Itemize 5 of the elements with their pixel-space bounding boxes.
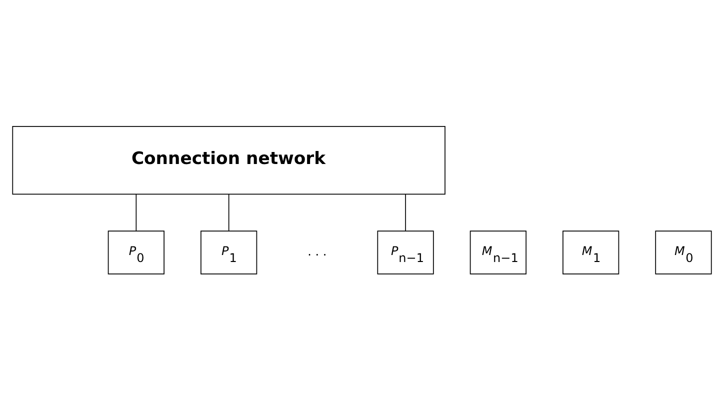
node-box: Connection network [12, 126, 446, 194]
connector [405, 193, 406, 231]
label: . . . [308, 244, 327, 258]
connector [136, 193, 137, 231]
connector [228, 193, 230, 231]
